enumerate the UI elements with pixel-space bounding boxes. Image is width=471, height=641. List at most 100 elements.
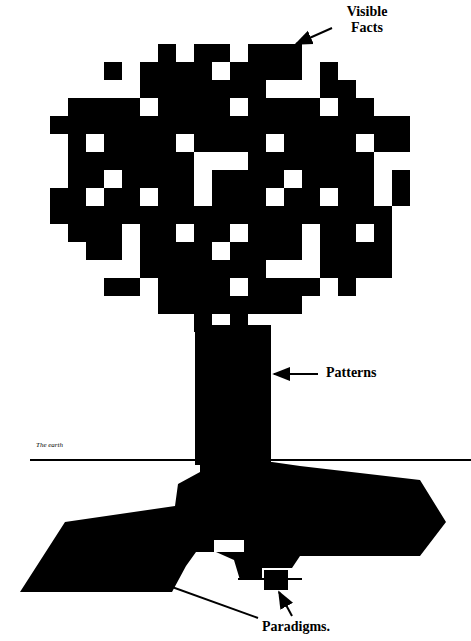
- crown-pixel: [68, 206, 86, 224]
- crown-pixel: [122, 62, 140, 80]
- crown-pixel: [158, 116, 176, 134]
- crown-pixel: [356, 242, 374, 260]
- crown-pixel: [302, 116, 320, 134]
- crown-pixel: [86, 206, 104, 224]
- crown-pixel: [104, 80, 122, 98]
- crown-pixel: [86, 98, 104, 116]
- crown-pixel: [104, 278, 122, 296]
- crown-pixel: [212, 260, 230, 278]
- crown-pixel: [230, 242, 248, 260]
- crown-pixel: [176, 152, 194, 170]
- crown-pixel: [158, 296, 176, 314]
- crown-pixel: [356, 116, 374, 134]
- crown-pixel: [284, 62, 302, 80]
- crown-pixel: [392, 170, 410, 188]
- crown-pixel: [266, 44, 284, 62]
- crown-pixel: [356, 260, 374, 278]
- crown-pixel: [86, 116, 104, 134]
- crown-pixel: [374, 152, 392, 170]
- crown-pixel: [230, 206, 248, 224]
- crown-pixel: [248, 188, 266, 206]
- crown-pixel: [68, 134, 86, 152]
- crown-pixel: [248, 116, 266, 134]
- crown-pixel: [248, 170, 266, 188]
- crown-pixel: [212, 242, 230, 260]
- crown-pixel: [86, 242, 104, 260]
- crown-pixel: [320, 206, 338, 224]
- crown-pixel: [266, 170, 284, 188]
- crown-pixel: [356, 224, 374, 242]
- crown-pixel: [248, 278, 266, 296]
- crown-pixel: [176, 260, 194, 278]
- crown-pixel: [338, 242, 356, 260]
- crown-pixel: [230, 80, 248, 98]
- crown-pixel: [140, 134, 158, 152]
- crown-pixel: [68, 188, 86, 206]
- root-gap: [214, 540, 244, 552]
- crown-pixel: [68, 170, 86, 188]
- crown-pixel: [374, 206, 392, 224]
- crown-pixel: [338, 224, 356, 242]
- crown-pixel: [68, 152, 86, 170]
- crown-pixel: [122, 80, 140, 98]
- crown-pixel: [86, 188, 104, 206]
- crown-pixel: [194, 116, 212, 134]
- tree-trunk: [195, 325, 271, 465]
- tree-crown: [50, 44, 410, 332]
- crown-pixel: [266, 206, 284, 224]
- crown-pixel: [86, 224, 104, 242]
- crown-pixel: [176, 278, 194, 296]
- crown-pixel: [230, 134, 248, 152]
- crown-pixel: [194, 278, 212, 296]
- crown-pixel: [194, 224, 212, 242]
- crown-pixel: [320, 80, 338, 98]
- crown-pixel: [104, 62, 122, 80]
- crown-pixel: [302, 206, 320, 224]
- crown-pixel: [284, 260, 302, 278]
- crown-pixel: [320, 224, 338, 242]
- crown-pixel: [356, 206, 374, 224]
- crown-pixel: [302, 242, 320, 260]
- crown-pixel: [266, 152, 284, 170]
- crown-pixel: [266, 62, 284, 80]
- crown-pixel: [140, 278, 158, 296]
- crown-pixel: [230, 224, 248, 242]
- crown-pixel: [356, 134, 374, 152]
- crown-pixel: [158, 152, 176, 170]
- crown-pixel: [122, 242, 140, 260]
- crown-pixel: [212, 188, 230, 206]
- crown-pixel: [212, 62, 230, 80]
- crown-pixel: [374, 116, 392, 134]
- crown-pixel: [50, 206, 68, 224]
- crown-pixel: [194, 98, 212, 116]
- crown-pixel: [338, 170, 356, 188]
- crown-pixel: [194, 170, 212, 188]
- crown-pixel: [302, 278, 320, 296]
- crown-pixel: [158, 188, 176, 206]
- crown-pixel: [230, 62, 248, 80]
- crown-pixel: [338, 134, 356, 152]
- crown-pixel: [284, 98, 302, 116]
- crown-pixel: [140, 152, 158, 170]
- crown-pixel: [194, 206, 212, 224]
- crown-pixel: [302, 80, 320, 98]
- crown-pixel: [266, 98, 284, 116]
- crown-pixel: [302, 260, 320, 278]
- crown-pixel: [122, 170, 140, 188]
- crown-pixel: [338, 206, 356, 224]
- crown-pixel: [176, 98, 194, 116]
- crown-pixel: [320, 152, 338, 170]
- crown-pixel: [140, 206, 158, 224]
- crown-pixel: [122, 278, 140, 296]
- crown-pixel: [284, 224, 302, 242]
- crown-pixel: [68, 224, 86, 242]
- crown-pixel: [230, 170, 248, 188]
- crown-pixel: [86, 170, 104, 188]
- crown-pixel: [104, 206, 122, 224]
- crown-pixel: [86, 80, 104, 98]
- crown-pixel: [320, 134, 338, 152]
- crown-pixel: [104, 170, 122, 188]
- crown-pixel: [266, 296, 284, 314]
- crown-pixel: [158, 278, 176, 296]
